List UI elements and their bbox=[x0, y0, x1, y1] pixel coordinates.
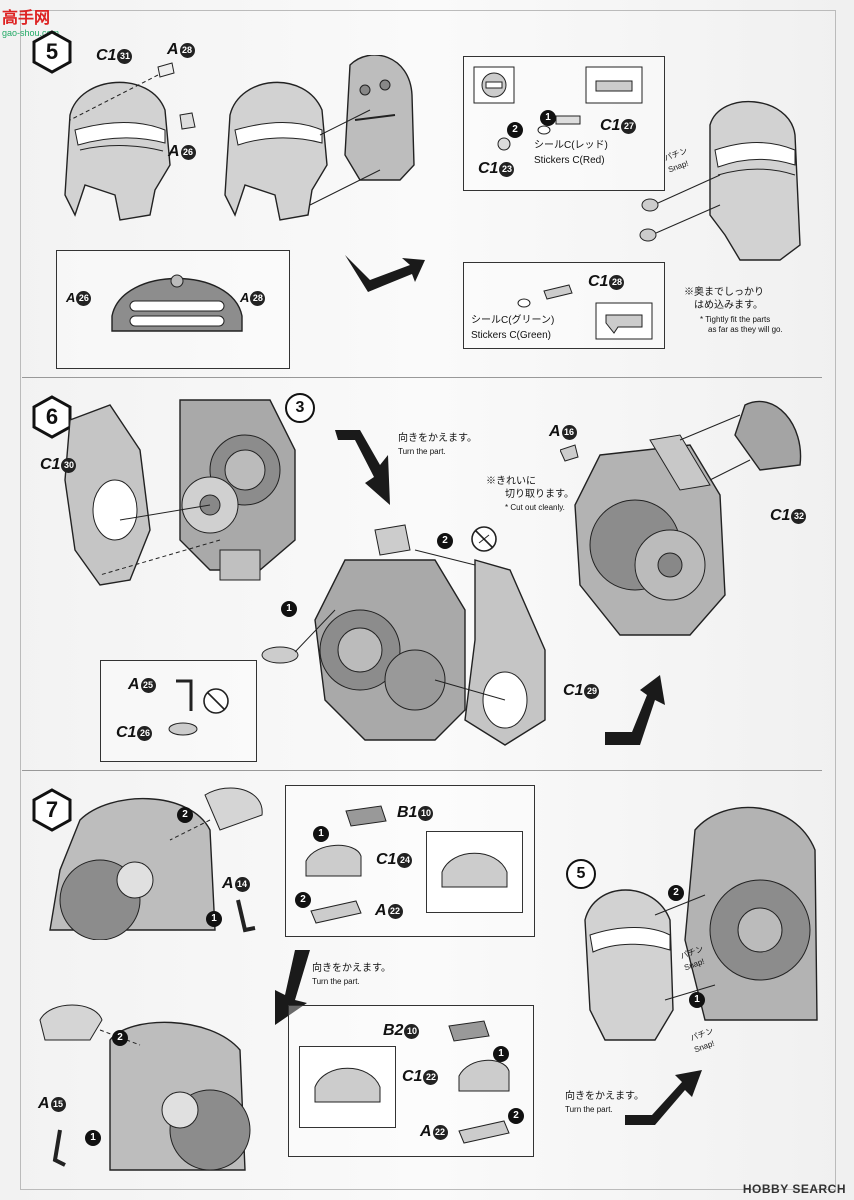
hobby-search-watermark: HOBBY SEARCH bbox=[742, 1182, 846, 1196]
step-7-sub-2d: 2 bbox=[508, 1108, 524, 1124]
tight-fit-en-2: as far as they will go. bbox=[708, 325, 783, 334]
step-7-callout: 5 bbox=[566, 859, 596, 889]
step-6-callout: 3 bbox=[285, 393, 315, 423]
step-6-sub-2: 2 bbox=[437, 533, 453, 549]
tight-fit-jp-1: ※奥までしっかり bbox=[684, 287, 764, 298]
site-logo-name: 高手网 bbox=[2, 10, 51, 27]
step-7-drawing-top-left bbox=[49, 787, 263, 940]
step-7-bottom-detail bbox=[299, 1046, 396, 1128]
sticker-red-en: Stickers C(Red) bbox=[534, 155, 605, 166]
tight-fit-jp-2: はめ込みます。 bbox=[694, 300, 763, 311]
step-7-sub-1c: 1 bbox=[85, 1130, 101, 1146]
divider-5-6 bbox=[22, 377, 822, 378]
step-7-turn-jp-2: 向きをかえます。 bbox=[565, 1091, 644, 1102]
step-5-number: 5 bbox=[45, 39, 59, 64]
step-6-turn-en: Turn the part. bbox=[398, 447, 446, 456]
sticker-green-box bbox=[463, 262, 665, 349]
step-7-sub-1e: 1 bbox=[689, 992, 705, 1008]
step-6-sub-1: 1 bbox=[281, 601, 297, 617]
step-7-top-detail bbox=[426, 831, 523, 913]
step-7-sub-1d: 1 bbox=[493, 1046, 509, 1062]
step-7-drawing-bottom-left bbox=[39, 1004, 251, 1171]
page-frame bbox=[20, 10, 836, 1190]
no-cut-icon-6a bbox=[471, 526, 497, 552]
site-logo-url: gao-shou.com bbox=[2, 28, 60, 38]
step-5-badge: 5 bbox=[32, 30, 72, 74]
step-5-sub-2: 2 bbox=[507, 122, 523, 138]
step-6-badge: 6 bbox=[32, 395, 72, 439]
step-7-turn-jp-1: 向きをかえます。 bbox=[312, 963, 391, 974]
step-6-flow-arrow-1 bbox=[335, 430, 390, 505]
tight-fit-en-1: * Tightly fit the parts bbox=[700, 315, 771, 324]
step-7-flow-arrow-1 bbox=[275, 950, 310, 1025]
step-7-sub-2c: 2 bbox=[112, 1030, 128, 1046]
step-7-sub-2b: 2 bbox=[295, 892, 311, 908]
cut-clean-en: * Cut out cleanly. bbox=[505, 503, 565, 512]
step-6-drawing-right bbox=[560, 400, 802, 636]
step-6-flow-arrow-2 bbox=[605, 675, 665, 745]
cut-clean-jp-2: 切り取ります。 bbox=[505, 489, 574, 500]
sticker-green-en: Stickers C(Green) bbox=[471, 330, 552, 341]
step-6-drawing-center bbox=[261, 524, 546, 746]
step-6-inset-box bbox=[100, 660, 257, 762]
step-7-drawing-right bbox=[584, 806, 818, 1041]
step-6-drawing-left bbox=[64, 399, 296, 586]
step-7-number: 7 bbox=[45, 797, 59, 822]
sticker-red-jp: シールC(レッド) bbox=[534, 140, 608, 151]
step-6-turn-jp: 向きをかえます。 bbox=[398, 433, 477, 444]
step-7-top-box bbox=[285, 785, 535, 937]
cut-clean-jp-1: ※きれいに bbox=[486, 476, 536, 487]
step-7-sub-1b: 1 bbox=[313, 826, 329, 842]
site-logo: 高手网 gao-shou.com bbox=[2, 4, 59, 38]
step-5-drawing bbox=[64, 55, 415, 221]
sticker-green-jp: シールC(グリーン) bbox=[471, 315, 555, 326]
step-7-sub-2e: 2 bbox=[668, 885, 684, 901]
step-7-sub-1a: 1 bbox=[206, 911, 222, 927]
step-7-turn-en-1: Turn the part. bbox=[312, 977, 360, 986]
step-5-result bbox=[639, 100, 801, 261]
step-7-badge: 7 bbox=[32, 788, 72, 832]
step-5-flow-arrow bbox=[345, 255, 425, 292]
step-5-inset-box bbox=[56, 250, 290, 369]
step-7-sub-2a: 2 bbox=[177, 807, 193, 823]
step-7-flow-arrow-2 bbox=[625, 1070, 702, 1125]
step-7-turn-en-2: Turn the part. bbox=[565, 1105, 613, 1114]
step-5-sub-1: 1 bbox=[540, 110, 556, 126]
divider-6-7 bbox=[22, 770, 822, 771]
step-6-number: 6 bbox=[45, 404, 59, 429]
